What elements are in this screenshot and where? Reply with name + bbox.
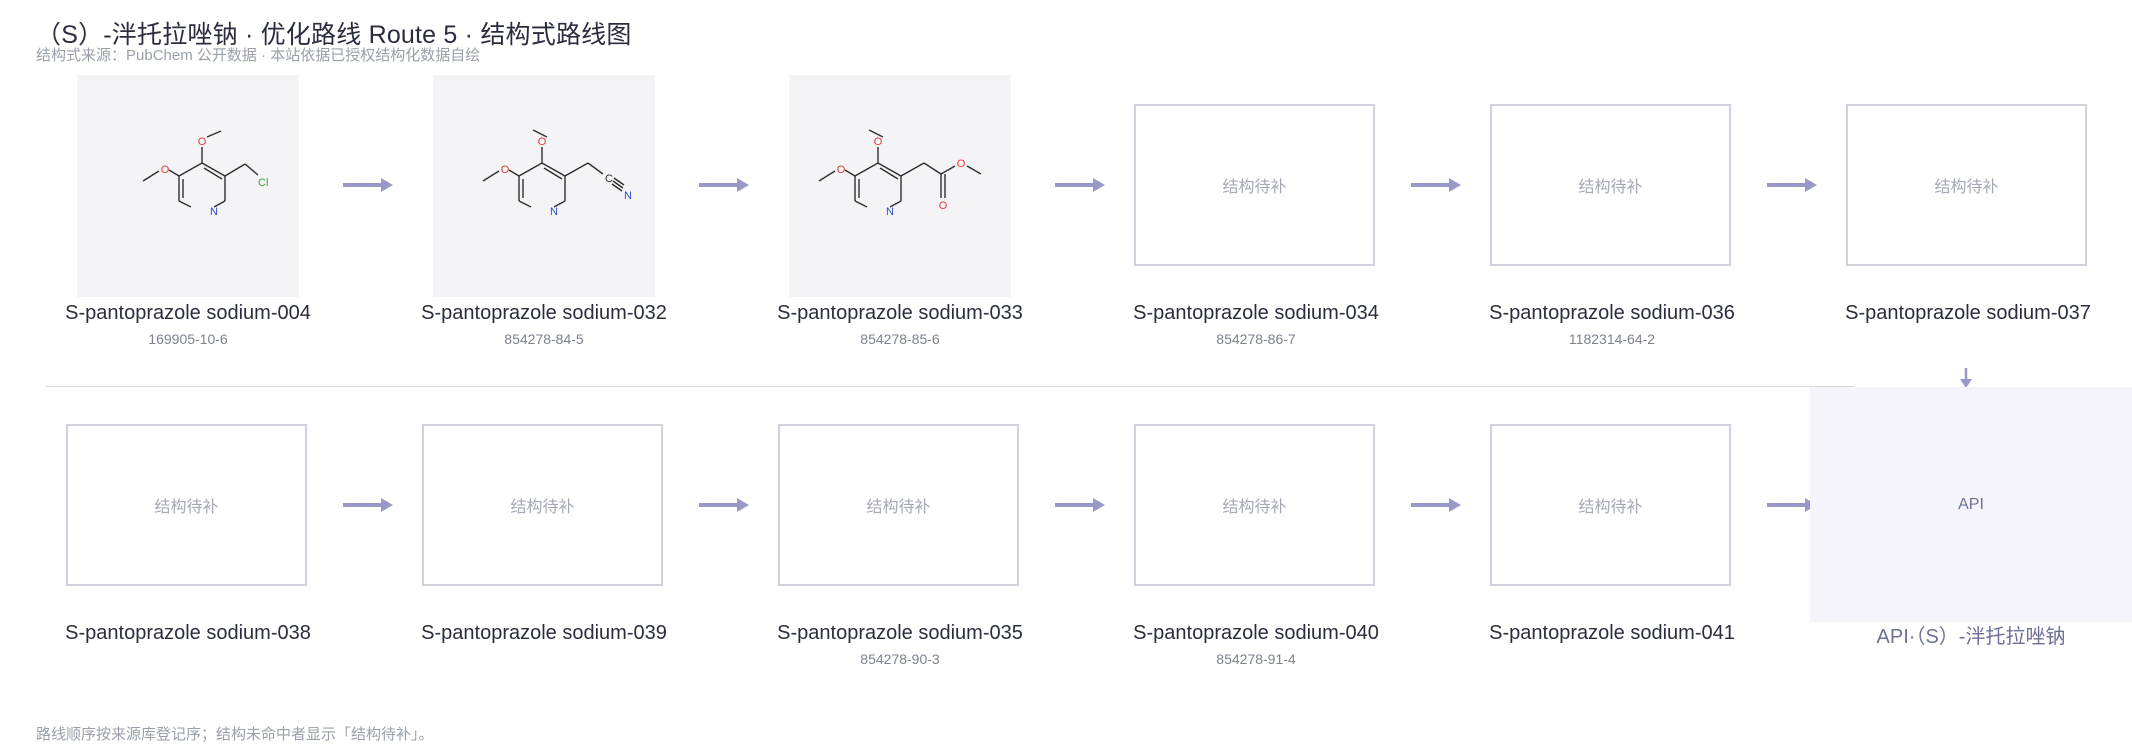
nitrogen-atom-label: N xyxy=(210,206,218,218)
oxygen-atom-label: O xyxy=(501,164,510,176)
route-arrow-right xyxy=(341,495,395,515)
node-name: S-pantoprazole sodium-037 xyxy=(1845,302,2091,324)
nitrogen-atom-label: N xyxy=(624,190,632,202)
page-title: （S）-泮托拉唑钠 · 优化路线 Route 5 · 结构式路线图 xyxy=(36,21,632,49)
oxygen-atom-label: O xyxy=(837,164,846,176)
oxygen-atom-label: O xyxy=(939,200,948,212)
structure-placeholder: 结构待补 xyxy=(1134,104,1375,266)
structure-image: O O N Cl xyxy=(77,75,299,297)
route-arrow-down xyxy=(1958,367,1974,391)
node-name: S-pantoprazole sodium-004 xyxy=(65,302,311,324)
oxygen-atom-label: O xyxy=(538,136,547,148)
chlorine-atom-label: Cl xyxy=(258,177,268,189)
route-arrow-right xyxy=(1409,495,1463,515)
oxygen-atom-label: O xyxy=(874,136,883,148)
nitrogen-atom-label: N xyxy=(550,206,558,218)
node-cas-number: 169905-10-6 xyxy=(148,331,228,347)
route-arrow-right xyxy=(697,495,751,515)
structure-placeholder: 结构待补 xyxy=(1490,424,1731,586)
node-name: S-pantoprazole sodium-036 xyxy=(1489,302,1735,324)
route-arrow-right xyxy=(697,175,751,195)
structure-placeholder: 结构待补 xyxy=(422,424,663,586)
node-name: S-pantoprazole sodium-033 xyxy=(777,302,1023,324)
oxygen-atom-label: O xyxy=(957,158,966,170)
route-node[interactable]: 结构待补 S-pantoprazole sodium-035 854278-90… xyxy=(712,395,1023,675)
route-node[interactable]: 结构待补 S-pantoprazole sodium-034 854278-86… xyxy=(1068,75,1379,355)
api-name: API·（S）-泮托拉唑钠 xyxy=(1876,626,2066,648)
row-divider xyxy=(46,386,1854,387)
node-cas-number: 854278-86-7 xyxy=(1216,331,1296,347)
node-name: S-pantoprazole sodium-041 xyxy=(1489,622,1735,644)
structure-placeholder: 结构待补 xyxy=(1490,104,1731,266)
route-arrow-right xyxy=(1765,175,1819,195)
structure-placeholder: 结构待补 xyxy=(1846,104,2087,266)
structure-placeholder: 结构待补 xyxy=(778,424,1019,586)
route-arrow-right xyxy=(1409,175,1463,195)
route-node[interactable]: O O N Cl S-pantoprazole sodium-004 16990… xyxy=(0,75,311,355)
node-cas-number: 854278-91-4 xyxy=(1216,651,1296,667)
node-name: S-pantoprazole sodium-035 xyxy=(777,622,1023,644)
route-node[interactable]: O O N O O S-pantoprazole sodium-033 8542… xyxy=(712,75,1023,355)
route-node[interactable]: 结构待补 S-pantoprazole sodium-040 854278-91… xyxy=(1068,395,1379,675)
route-node[interactable]: 结构待补 S-pantoprazole sodium-041 xyxy=(1424,395,1735,675)
route-arrow-right xyxy=(1053,495,1107,515)
molecule-drawing: O O N Cl xyxy=(142,130,268,218)
molecule-drawing: O O N C N xyxy=(482,129,632,218)
route-node[interactable]: 结构待补 S-pantoprazole sodium-038 xyxy=(0,395,311,675)
node-name: S-pantoprazole sodium-034 xyxy=(1133,302,1379,324)
api-structure-box[interactable]: API xyxy=(1810,387,2132,622)
route-node[interactable]: O O N C N S-pantoprazole sodium-032 8542… xyxy=(356,75,667,355)
structure-image: O O N C N xyxy=(433,75,655,297)
route-node[interactable]: 结构待补 S-pantoprazole sodium-039 xyxy=(356,395,667,675)
structure-placeholder: 结构待补 xyxy=(66,424,307,586)
route-node[interactable]: 结构待补 S-pantoprazole sodium-037 xyxy=(1780,75,2091,355)
node-name: S-pantoprazole sodium-039 xyxy=(421,622,667,644)
node-name: S-pantoprazole sodium-040 xyxy=(1133,622,1379,644)
route-arrow-right xyxy=(341,175,395,195)
node-cas-number: 854278-85-6 xyxy=(860,331,940,347)
oxygen-atom-label: O xyxy=(198,136,207,148)
page-subtitle: 结构式来源：PubChem 公开数据 · 本站依据已授权结构化数据自绘 xyxy=(36,47,481,64)
node-name: S-pantoprazole sodium-038 xyxy=(65,622,311,644)
node-cas-number: 854278-90-3 xyxy=(860,651,940,667)
carbon-atom-label: C xyxy=(605,173,613,185)
node-cas-number: 1182314-64-2 xyxy=(1568,331,1656,347)
route-arrow-right xyxy=(1053,175,1107,195)
footnote: 路线顺序按来源库登记序；结构未命中者显示「结构待补」。 xyxy=(36,726,434,743)
nitrogen-atom-label: N xyxy=(886,206,894,218)
structure-image: O O N O O xyxy=(789,75,1011,297)
oxygen-atom-label: O xyxy=(161,164,170,176)
molecule-drawing: O O N O O xyxy=(818,129,982,218)
route-node[interactable]: 结构待补 S-pantoprazole sodium-036 1182314-6… xyxy=(1424,75,1735,355)
structure-placeholder: 结构待补 xyxy=(1134,424,1375,586)
node-name: S-pantoprazole sodium-032 xyxy=(421,302,667,324)
node-cas-number: 854278-84-5 xyxy=(504,331,584,347)
